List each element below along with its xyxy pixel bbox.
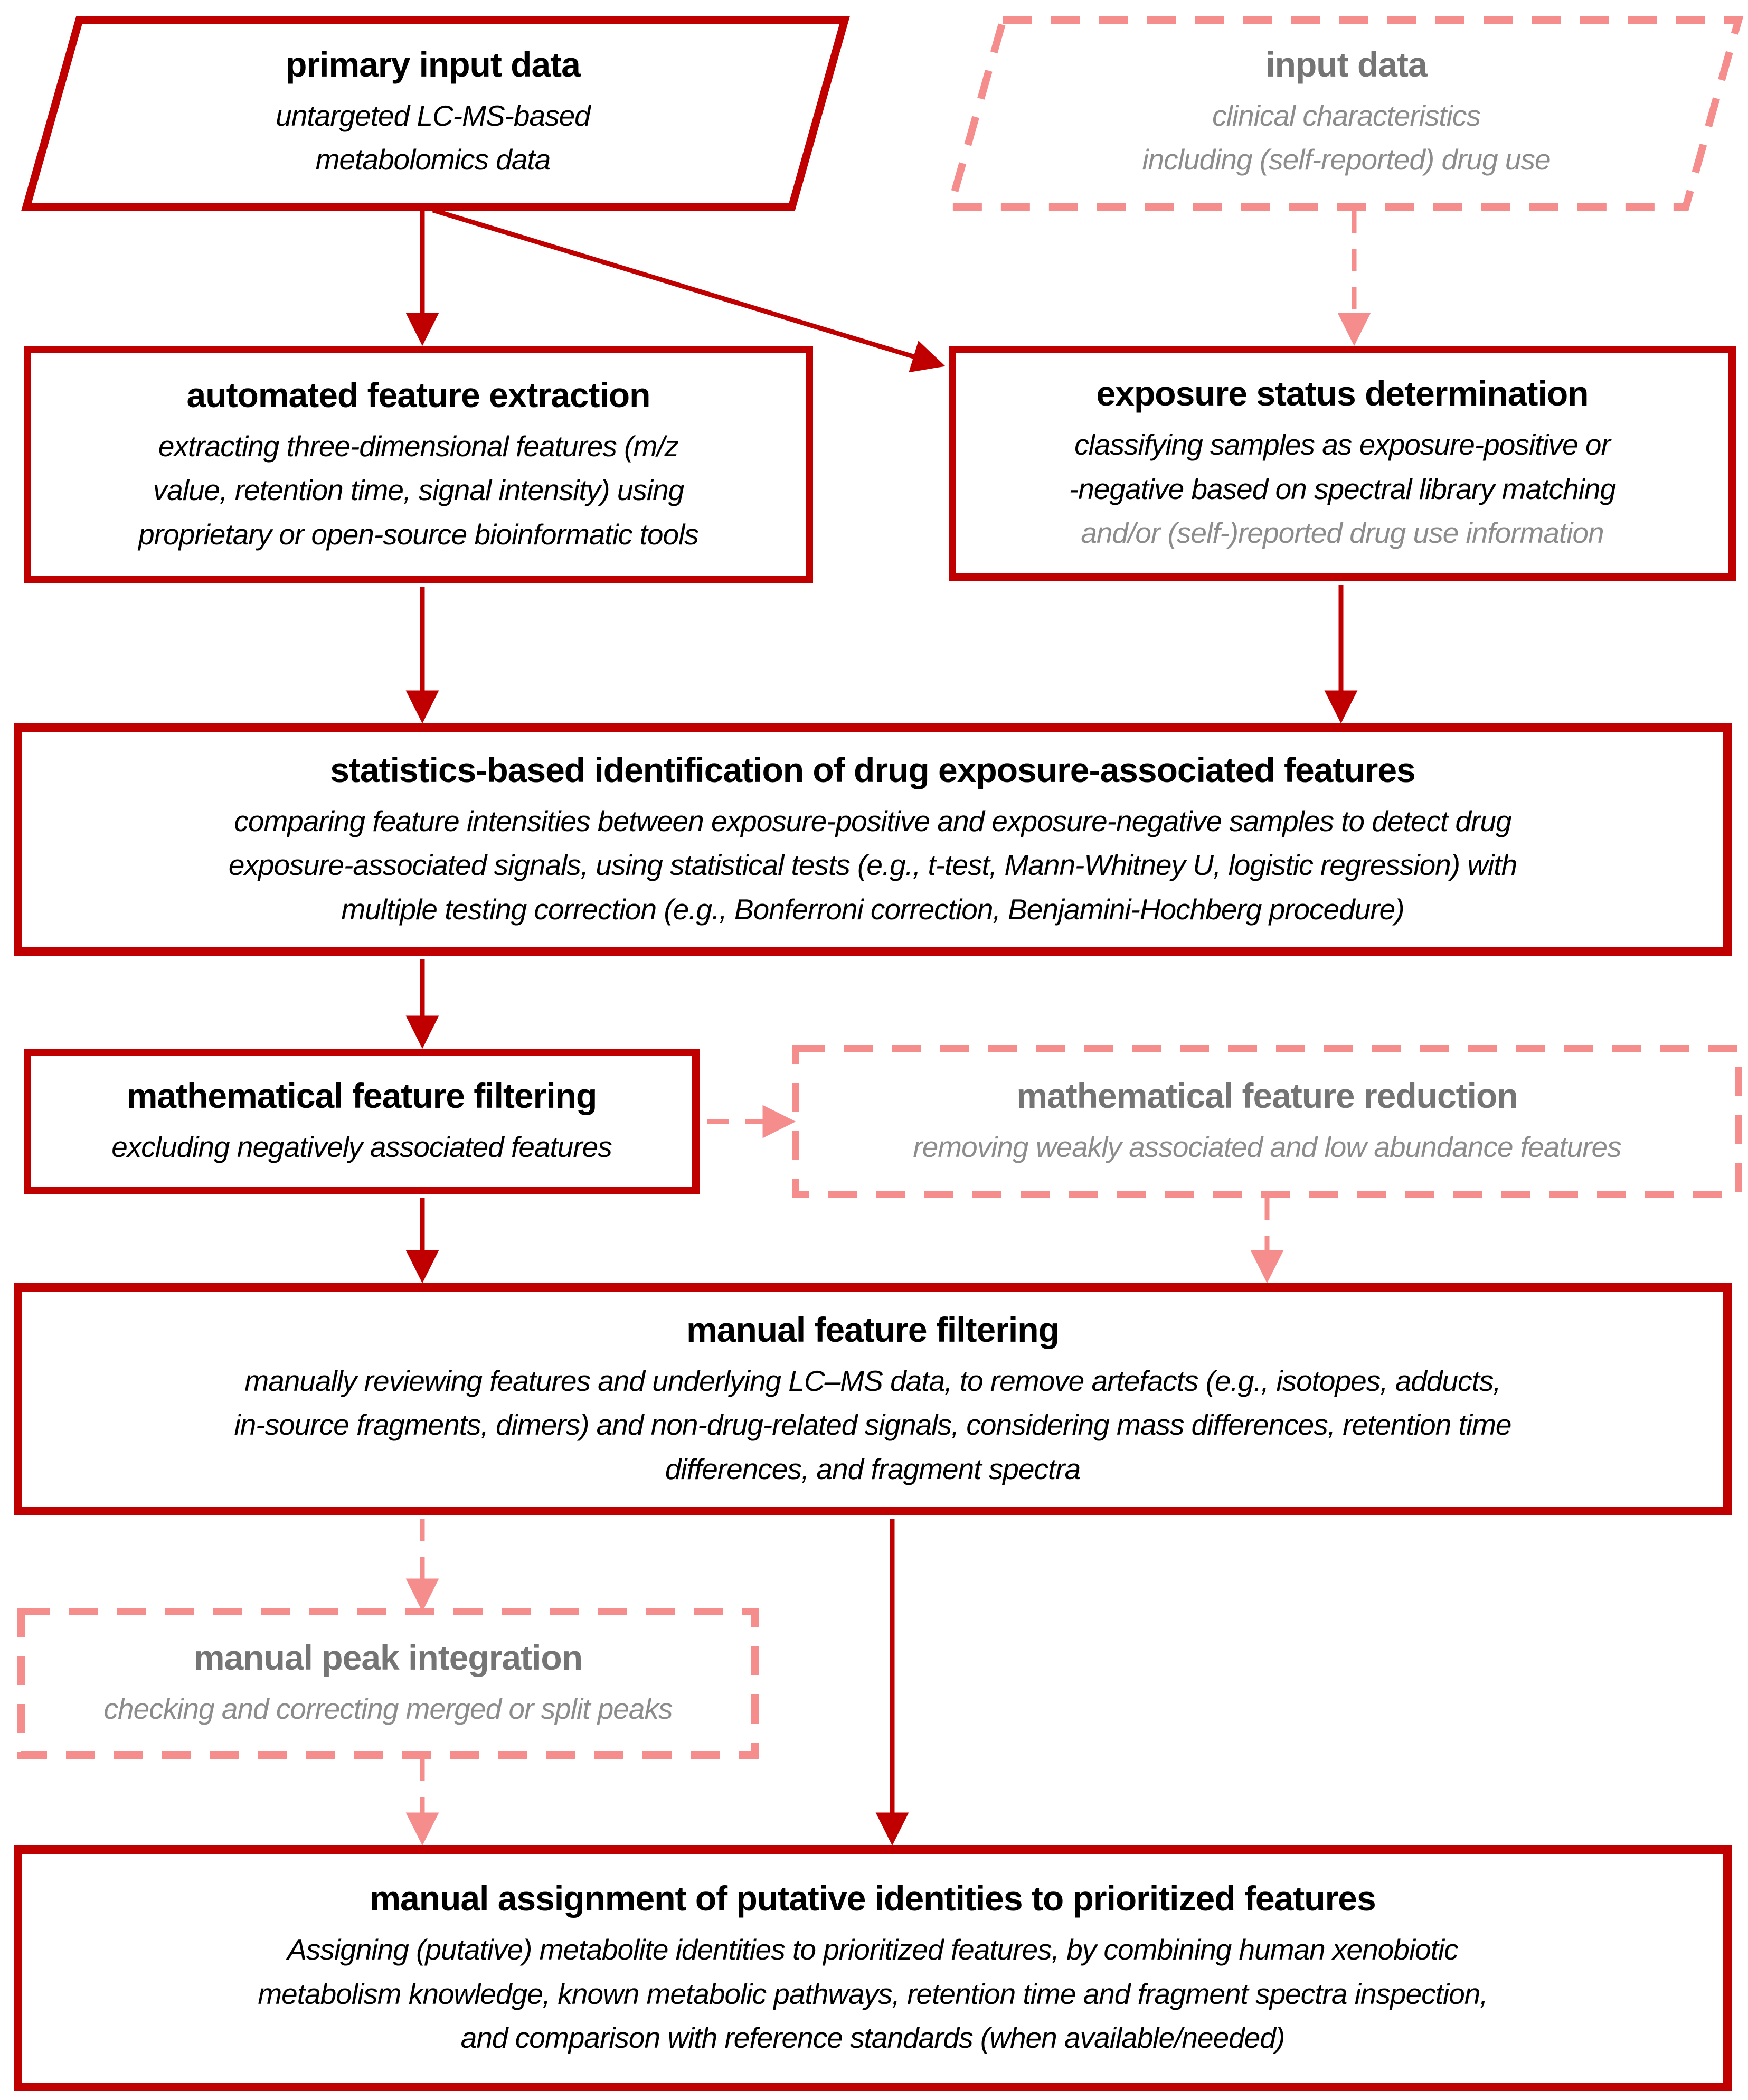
input-data-shape — [945, 16, 1744, 211]
math-reduction-shape — [792, 1045, 1742, 1198]
peak-integration-body: checking and correcting merged or split … — [103, 1692, 673, 1726]
math-filtering-node: mathematical feature filtering excluding… — [24, 1049, 700, 1194]
math-filtering-body: excluding negatively associated features — [111, 1131, 612, 1164]
math-reduction-title: mathematical feature reduction — [1016, 1076, 1518, 1116]
peak-integration-title: manual peak integration — [193, 1638, 583, 1678]
identity-assignment-node: manual assignment of putative identities… — [14, 1845, 1732, 2091]
math-reduction-node: mathematical feature reduction removing … — [796, 1049, 1738, 1194]
exposure-status-title: exposure status determination — [1096, 374, 1589, 413]
math-filtering-title: mathematical feature filtering — [126, 1076, 598, 1116]
peak-integration-node: manual peak integration checking and cor… — [21, 1612, 755, 1755]
stats-identification-node: statistics-based identification of drug … — [14, 723, 1732, 956]
primary-input-title: primary input data — [286, 45, 581, 84]
manual-filtering-node: manual feature filtering manually review… — [14, 1283, 1732, 1515]
input-data-node: input data clinical characteristics incl… — [987, 29, 1705, 195]
primary-input-shape — [21, 16, 850, 211]
arrow-primary-to-exposure — [432, 208, 946, 373]
manual-filtering-body: manually reviewing features and underlyi… — [234, 1364, 1511, 1485]
primary-input-node: primary input data untargeted LC-MS-base… — [63, 29, 802, 195]
math-reduction-body: removing weakly associated and low abund… — [913, 1131, 1621, 1164]
peak-integration-shape — [17, 1608, 759, 1759]
input-data-title: input data — [1265, 45, 1427, 84]
exposure-status-body: classifying samples as exposure-positive… — [1069, 428, 1616, 505]
feature-extraction-title: automated feature extraction — [186, 375, 651, 415]
identity-assignment-title: manual assignment of putative identities… — [370, 1879, 1376, 1918]
feature-extraction-node: automated feature extraction extracting … — [24, 346, 813, 583]
feature-extraction-body: extracting three-dimensional features (m… — [138, 429, 699, 551]
input-data-body: clinical characteristics including (self… — [1142, 99, 1551, 176]
stats-identification-title: statistics-based identification of drug … — [330, 750, 1416, 789]
manual-filtering-title: manual feature filtering — [686, 1310, 1060, 1349]
exposure-status-body-gray: and/or (self-)reported drug use informat… — [1081, 516, 1604, 550]
identity-assignment-body: Assigning (putative) metabolite identiti… — [258, 1933, 1488, 2055]
primary-input-body: untargeted LC-MS-based metabolomics data — [276, 99, 591, 176]
stats-identification-body: comparing feature intensities between ex… — [228, 804, 1517, 926]
exposure-status-node: exposure status determination classifyin… — [949, 346, 1736, 581]
